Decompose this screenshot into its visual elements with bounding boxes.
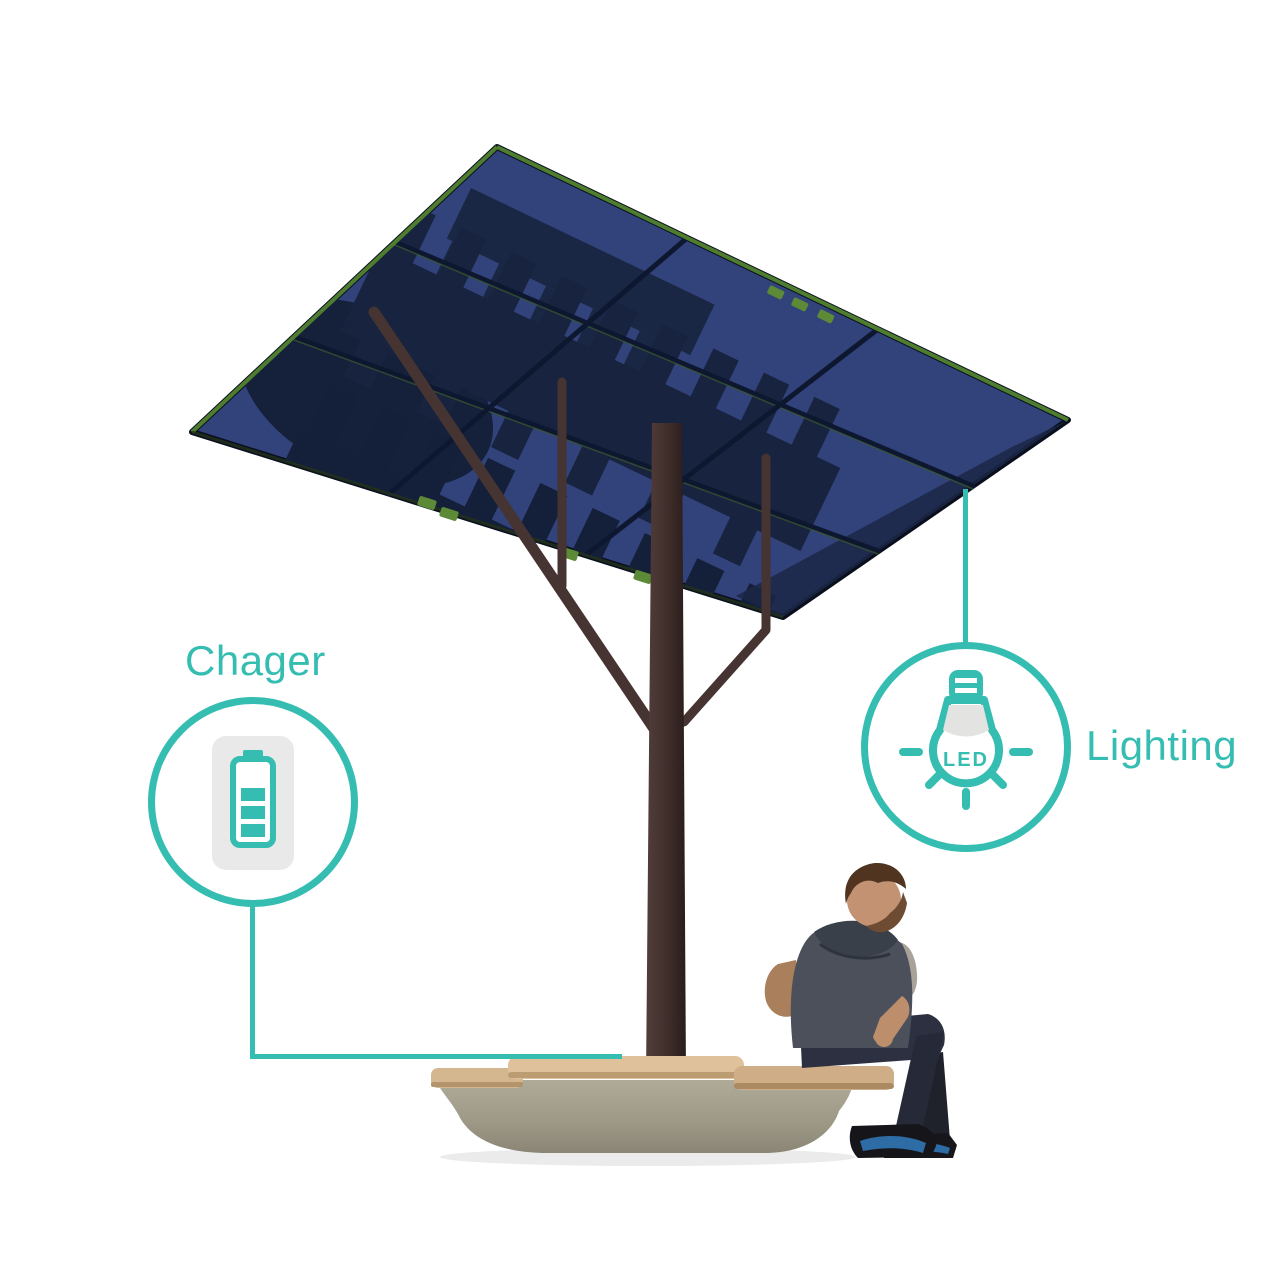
panel-frame-edges — [190, 145, 1069, 619]
lighting-label: Lighting — [1086, 722, 1238, 769]
tree-branches — [368, 306, 771, 748]
lighting-leader-vertical — [963, 489, 968, 645]
charger-leader-vertical — [250, 906, 255, 1058]
charger-callout-circle — [148, 697, 358, 907]
panel-clamp-tabs — [417, 285, 835, 584]
charger-leader-horizontal — [250, 1054, 622, 1059]
led-bulb-icon: LED — [899, 670, 1033, 810]
led-bulb-text: LED — [943, 749, 989, 771]
tree-trunk — [646, 423, 686, 1078]
bench — [431, 1056, 894, 1166]
charger-label: Chager — [185, 637, 326, 684]
sitting-person — [764, 862, 957, 1158]
bench-stone-base — [437, 1080, 853, 1153]
bench-wood-seats — [431, 1056, 894, 1090]
panel-grid-lines — [291, 235, 976, 558]
battery-icon — [230, 750, 276, 848]
